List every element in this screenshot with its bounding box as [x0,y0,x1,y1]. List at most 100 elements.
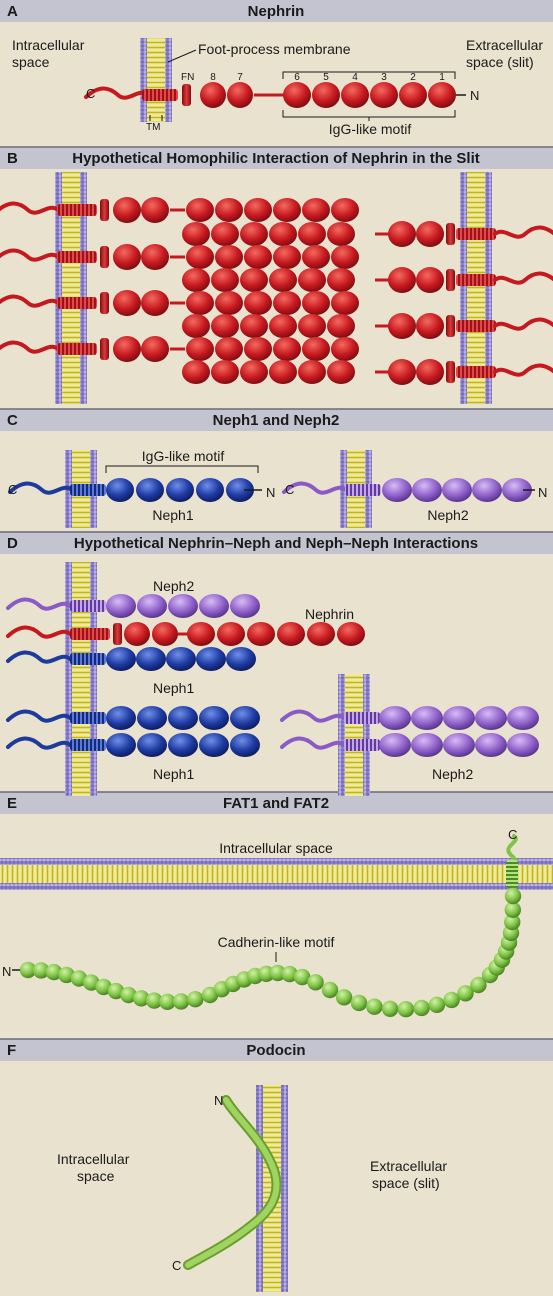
domain-bead [113,336,141,362]
nephrin-b-coil-left [57,297,97,309]
domain-bead [428,82,456,108]
label-f-space: space [77,1168,115,1184]
domain-bead [273,245,301,269]
fn-domain [100,246,109,268]
domain-bead [141,290,169,316]
domain-bead [211,268,239,292]
domain-bead [443,733,475,757]
cadherin-bead [294,968,311,986]
domain-bead [411,733,443,757]
cadherin-bead [32,962,50,979]
d-neph1-b2-coil [70,739,106,751]
nephrin-b-tail-left [0,340,60,354]
domain-bead [475,706,507,730]
nephrin-b-coil-left [57,204,97,216]
domain-number: 5 [323,72,329,83]
d-neph2-b2-tail [280,736,346,750]
domain-bead [196,647,226,671]
domain-bead [211,314,239,338]
domain-bead [199,594,229,618]
domain-bead [302,245,330,269]
nephrin-tail [84,86,150,100]
domain-bead [244,337,272,361]
domain-number: 7 [237,72,243,83]
label-d-neph2-top: Neph2 [153,578,194,594]
nephrin-b-right-domains [388,221,444,247]
d-neph2-b2-domains [379,733,539,757]
d-neph1-b2-domains [106,733,260,757]
fn-domain [446,315,455,337]
domain-bead [182,314,210,338]
domain-bead [416,313,444,339]
domain-bead [416,359,444,385]
label-f-space-slit: space (slit) [372,1175,440,1191]
label-d-neph1-bottom: Neph1 [153,766,194,782]
domain-bead [186,337,214,361]
domain-bead [388,221,416,247]
domain-bead [136,478,164,502]
cadherin-bead [19,961,37,979]
label-f-intracellular: Intracellular [57,1151,130,1167]
nephrin-b-stack-row [186,291,359,315]
domain-bead [416,221,444,247]
domain-bead [327,222,355,246]
domain-bead [215,291,243,315]
fn-domain [446,269,455,291]
cadherin-bead [470,976,487,994]
d-neph1-b1-tail [6,709,72,723]
cadherin-bead [350,994,368,1012]
cadherin-bead [281,965,298,983]
c-igg-bracket [105,465,259,473]
domain-bead [302,198,330,222]
panel-e-letter: E [7,795,17,812]
neph1-tail [8,481,74,495]
panel-e-labels: Intracellular space Cadherin-like motif … [2,827,517,979]
domain-bead [244,198,272,222]
domain-bead [302,337,330,361]
label-neph2: Neph2 [427,507,468,523]
domain-bead [388,359,416,385]
fn-domain [100,338,109,360]
cadherin-bead [45,963,63,981]
cadherin-bead [428,996,446,1013]
domain-bead [443,706,475,730]
nephrin-b-tail-right [493,363,553,377]
domain-bead [273,198,301,222]
nephrin-b-right-domains [388,313,444,339]
domain-bead [182,222,210,246]
label-c-igg-motif: IgG-like motif [142,448,225,464]
nephrin-b-left-domains [113,244,169,270]
nephrin-b-stack-row [186,198,359,222]
label-igg-motif: IgG-like motif [329,121,412,137]
nephrin-b-tail-left [0,248,60,262]
domain-bead [141,197,169,223]
nephrin-b-tail-right [493,317,553,331]
panel-a-header [0,0,553,22]
cadherin-bead [172,993,190,1010]
nephrin-b-coil-right [456,320,496,332]
domain-bead [199,733,229,757]
domain-bead [307,622,335,646]
domain-number: 1 [439,72,445,83]
nephrin-b-tail-left [0,294,60,308]
domain-number: 2 [410,72,416,83]
nephrin-b-coil-left [57,343,97,355]
domain-bead [331,291,359,315]
domain-bead [327,268,355,292]
nephrin-b-stack-row [182,360,355,384]
domain-bead [106,733,136,757]
domain-bead [141,244,169,270]
igg-bracket [282,110,456,121]
panel-b-header [0,147,553,169]
label-space: space [12,54,50,70]
domain-bead [166,478,194,502]
fn-domain [100,199,109,221]
domain-bead [106,478,134,502]
domain-bead [230,733,260,757]
domain-bead [137,706,167,730]
label-d-neph2-bottom: Neph2 [432,766,473,782]
cadherin-bead [366,998,383,1015]
domain-bead [472,478,502,502]
domain-bead [269,314,297,338]
